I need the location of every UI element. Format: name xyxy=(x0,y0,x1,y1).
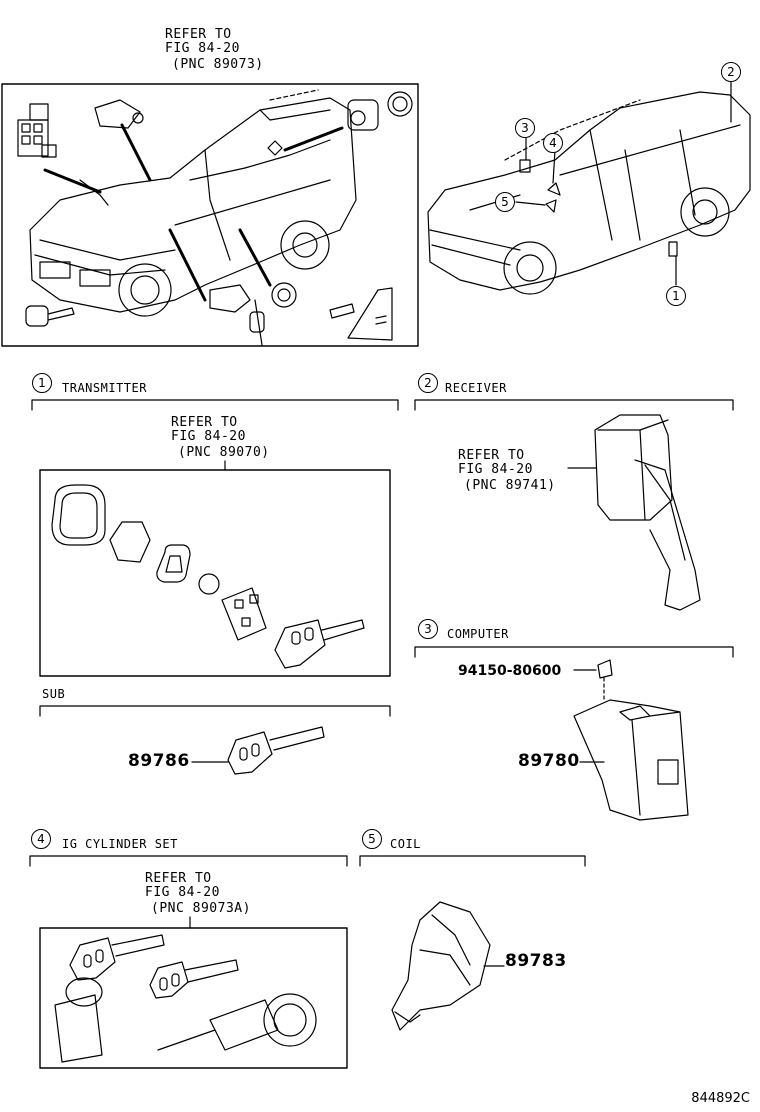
top-refer-line1: REFER TO xyxy=(165,27,232,42)
vehicle-callout-3: 3 xyxy=(515,118,535,138)
receiver-callout: 2 xyxy=(418,373,438,393)
computer-title: COMPUTER xyxy=(447,627,509,641)
ig-rule xyxy=(29,855,348,867)
ig-cylinder-callout: 4 xyxy=(31,829,51,849)
coil-part xyxy=(391,901,505,1031)
ig-refer-line1: REFER TO xyxy=(145,871,212,886)
transmitter-callout: 1 xyxy=(32,373,52,393)
receiver-refer-line1: REFER TO xyxy=(458,448,525,463)
sub-rule xyxy=(39,705,391,717)
ig-cylinder-title: IG CYLINDER SET xyxy=(62,837,178,851)
top-refer-line3: (PNC 89073) xyxy=(172,57,264,72)
ig-cylinder-parts-panel xyxy=(39,916,348,1069)
sub-part-number: 89786 xyxy=(128,751,190,771)
vehicle-callout-5: 5 xyxy=(495,192,515,212)
vehicle-callout-1: 1 xyxy=(666,286,686,306)
computer-part xyxy=(573,659,689,821)
receiver-refer-line3: (PNC 89741) xyxy=(464,478,556,493)
ig-refer-line2: FIG 84-20 xyxy=(145,885,220,900)
vehicle-callout-2: 2 xyxy=(721,62,741,82)
receiver-title: RECEIVER xyxy=(445,381,507,395)
transmitter-refer-line2: FIG 84-20 xyxy=(171,429,246,444)
receiver-part xyxy=(567,414,701,611)
coil-callout: 5 xyxy=(362,829,382,849)
sub-key xyxy=(191,726,325,775)
computer-rule xyxy=(414,646,734,658)
coil-title: COIL xyxy=(390,837,421,851)
coil-rule xyxy=(359,855,586,867)
transmitter-refer-line1: REFER TO xyxy=(171,415,238,430)
ig-refer-line3: (PNC 89073A) xyxy=(151,901,251,916)
top-left-vehicle-panel xyxy=(1,83,419,347)
top-right-vehicle xyxy=(427,81,751,295)
receiver-refer-line2: FIG 84-20 xyxy=(458,462,533,477)
sub-title: SUB xyxy=(42,687,66,701)
coil-part-number: 89783 xyxy=(505,951,567,971)
transmitter-title: TRANSMITTER xyxy=(62,381,147,395)
receiver-rule xyxy=(414,399,734,411)
top-refer-line2: FIG 84-20 xyxy=(165,41,240,56)
illustration-code: 844892C xyxy=(691,1091,750,1106)
computer-bolt-number: 94150-80600 xyxy=(458,663,562,679)
vehicle-callout-4: 4 xyxy=(543,133,563,153)
computer-part-number: 89780 xyxy=(518,751,580,771)
transmitter-parts-panel xyxy=(39,460,391,677)
computer-callout: 3 xyxy=(418,619,438,639)
transmitter-refer-line3: (PNC 89070) xyxy=(178,445,270,460)
transmitter-rule xyxy=(31,399,399,411)
